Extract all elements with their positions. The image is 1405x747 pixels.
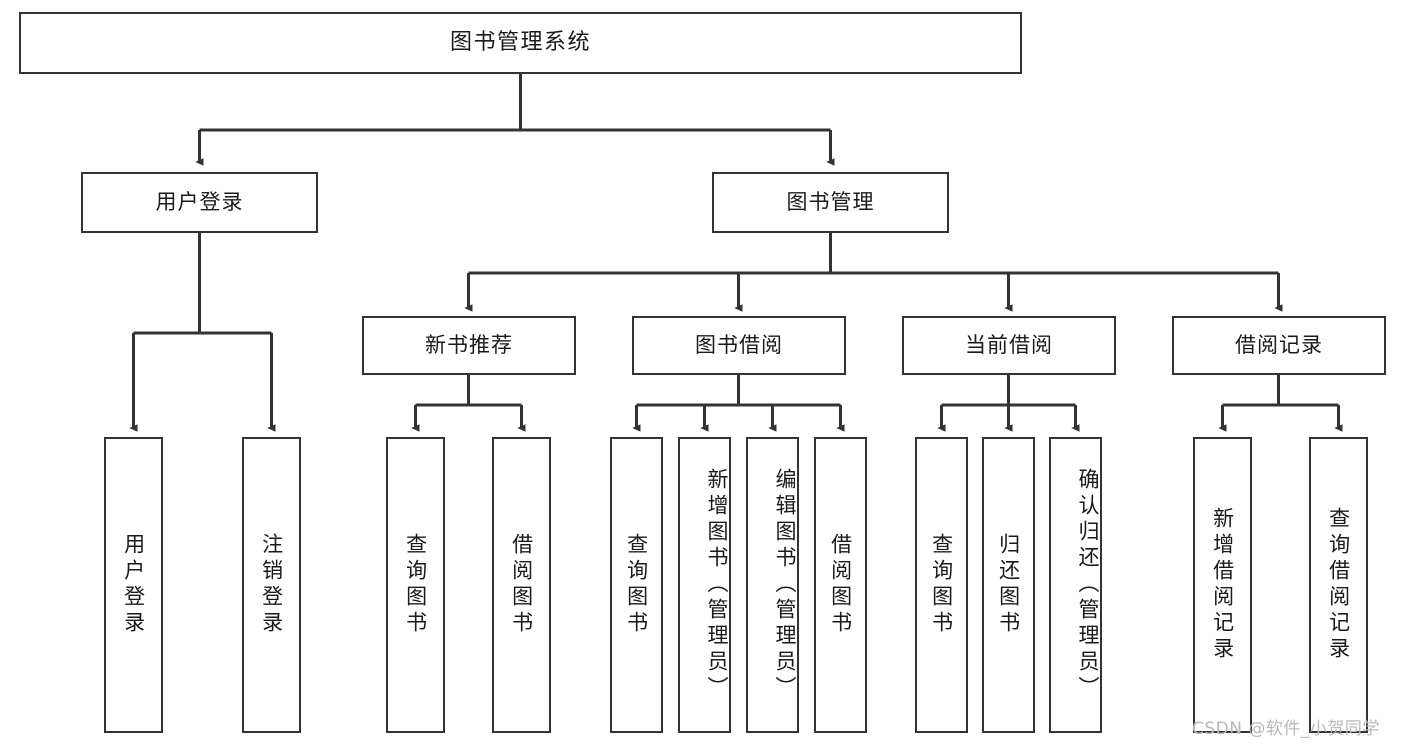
csdn-watermark: CSDN @软件_小贺同学	[1192, 719, 1380, 739]
leaf-confirm-return-admin[interactable]: 确认归还（管理员）	[1049, 437, 1102, 733]
node-root-book-management-system[interactable]: 图书管理系统	[19, 12, 1022, 74]
leaf-edit-book-admin[interactable]: 编辑图书（管理员）	[746, 437, 799, 733]
node-current-borrow[interactable]: 当前借阅	[902, 316, 1116, 375]
leaf-borrow-book-recommend[interactable]: 借阅图书	[492, 437, 551, 733]
node-book-manage[interactable]: 图书管理	[712, 172, 949, 233]
leaf-query-borrow-record[interactable]: 查询借阅记录	[1309, 437, 1368, 733]
node-book-borrow[interactable]: 图书借阅	[632, 316, 846, 375]
leaf-query-book-borrow[interactable]: 查询图书	[610, 437, 663, 733]
leaf-add-book-admin[interactable]: 新增图书（管理员）	[678, 437, 731, 733]
leaf-query-book-recommend[interactable]: 查询图书	[386, 437, 445, 733]
leaf-user-login[interactable]: 用户登录	[104, 437, 163, 733]
leaf-add-borrow-record[interactable]: 新增借阅记录	[1193, 437, 1252, 733]
leaf-borrow-book[interactable]: 借阅图书	[814, 437, 867, 733]
node-new-book-recommend[interactable]: 新书推荐	[362, 316, 576, 375]
node-user-login[interactable]: 用户登录	[81, 172, 318, 233]
leaf-query-book-current[interactable]: 查询图书	[915, 437, 968, 733]
leaf-logout-login[interactable]: 注销登录	[242, 437, 301, 733]
node-borrow-record[interactable]: 借阅记录	[1172, 316, 1386, 375]
leaf-return-book[interactable]: 归还图书	[982, 437, 1035, 733]
